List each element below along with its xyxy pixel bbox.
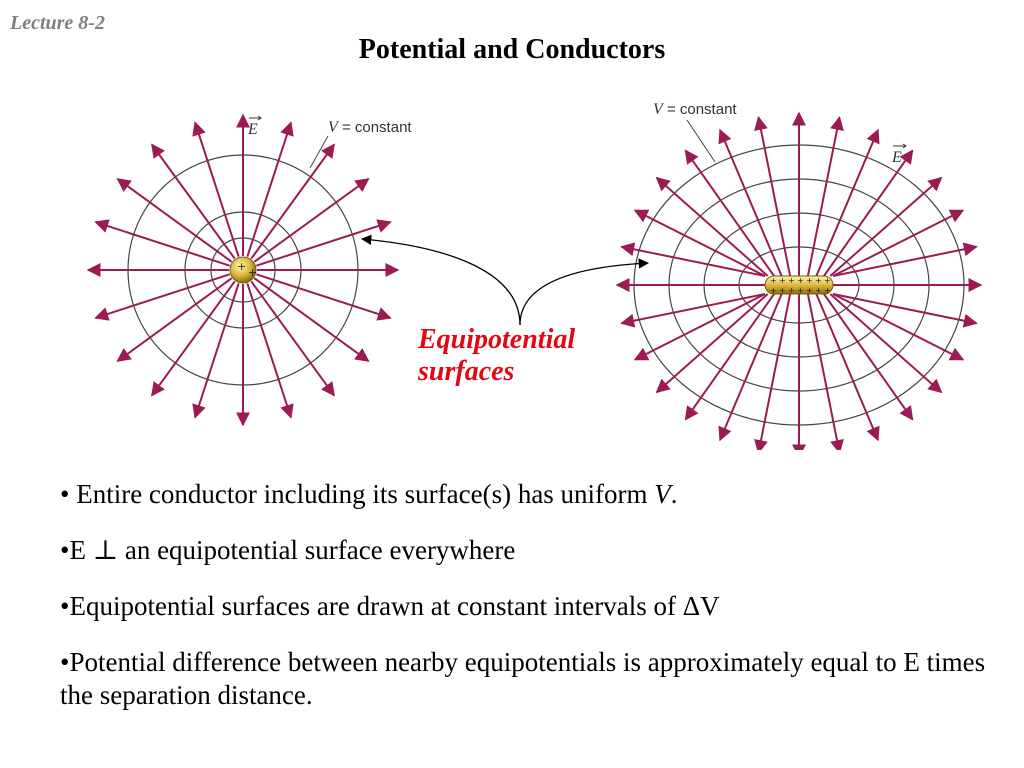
lecture-label: Lecture 8-2 (10, 12, 105, 34)
point-charge (229, 256, 257, 284)
field-line (829, 293, 943, 394)
field-line (832, 209, 965, 277)
field-line (718, 128, 783, 277)
charge-symbol: + (770, 286, 777, 295)
charge-symbol: + (815, 286, 822, 295)
field-label-text: E (247, 121, 258, 138)
field-line (250, 280, 335, 397)
field-line (192, 121, 240, 257)
field-line (620, 242, 766, 277)
label-leader-line (686, 119, 716, 163)
field-line (832, 242, 978, 277)
field-line (754, 293, 792, 450)
field-line (815, 293, 880, 442)
field-line (633, 209, 766, 277)
label-leader-line (309, 135, 329, 169)
charge-symbol: + (788, 286, 795, 295)
field-line (718, 293, 783, 442)
charge-symbol: + (237, 260, 246, 273)
field-line (829, 176, 943, 277)
field-line (246, 283, 294, 419)
bullet-item: •Potential difference between nearby equ… (60, 646, 986, 710)
field-line (620, 293, 766, 328)
field-line (806, 293, 844, 450)
equipotential-surfaces-label: Equipotential surfaces (418, 324, 575, 388)
field-line (655, 293, 769, 394)
field-line (806, 115, 844, 277)
rod-charges: ++++++++++++++ (770, 276, 831, 295)
callout-arrow-right (519, 258, 650, 326)
bullet-list: • Entire conductor including its surface… (60, 478, 990, 735)
field-line (151, 280, 236, 397)
charge-symbol: + (824, 276, 831, 285)
equipotential-label: V = constant (328, 119, 412, 136)
field-line (754, 115, 792, 277)
equipotential-label-line1: Equipotential (418, 324, 576, 355)
charge-symbol: + (797, 286, 804, 295)
field-line (823, 293, 914, 421)
field-line (94, 273, 230, 321)
field-label: E (891, 143, 907, 166)
field-line (192, 283, 240, 419)
field-line (832, 293, 978, 328)
field-line (151, 143, 236, 260)
field-lines (86, 113, 400, 427)
field-line (116, 178, 233, 263)
field-line (250, 143, 335, 260)
field-line (256, 219, 392, 267)
bullet-item: •Equipotential surfaces are drawn at con… (60, 590, 720, 621)
point-charge-diagram: + + E V = constant (86, 113, 412, 427)
field-line (94, 219, 230, 267)
field-line (684, 293, 775, 421)
field-line (253, 178, 370, 263)
charge-symbol: + (770, 276, 777, 285)
field-label-text: E (891, 149, 902, 166)
field-line (116, 277, 233, 362)
field-line (832, 293, 965, 361)
field-line (633, 293, 766, 361)
bullet-item: •E ⊥ an equipotential surface everywhere (60, 534, 516, 565)
charge-symbol: + (248, 266, 257, 279)
charge-symbol: + (788, 276, 795, 285)
field-line (253, 277, 370, 362)
field-line (684, 149, 775, 277)
equipotential-label-line2: surfaces (418, 356, 515, 388)
charge-symbol: + (806, 276, 813, 285)
field-line (815, 128, 880, 277)
field-label: E (247, 115, 262, 138)
slide-title: Potential and Conductors (358, 34, 666, 65)
callout-arrows (360, 234, 650, 326)
charge-symbol: + (806, 286, 813, 295)
charge-symbol: + (824, 286, 831, 295)
charge-symbol: + (815, 276, 822, 285)
charge-symbol: + (779, 276, 786, 285)
field-line (256, 273, 392, 321)
charged-rod-diagram: ++++++++++++++ E V = constant (615, 101, 983, 450)
bullet-item: • Entire conductor including its surface… (60, 479, 678, 509)
charged-rod (764, 275, 834, 295)
field-lines (615, 111, 983, 450)
field-line (655, 176, 769, 277)
field-line (246, 121, 294, 257)
equipotential-label: V = constant (653, 101, 737, 118)
charge-symbol: + (797, 276, 804, 285)
charge-symbol: + (779, 286, 786, 295)
field-line (823, 149, 914, 277)
callout-arrow-left (360, 234, 521, 326)
